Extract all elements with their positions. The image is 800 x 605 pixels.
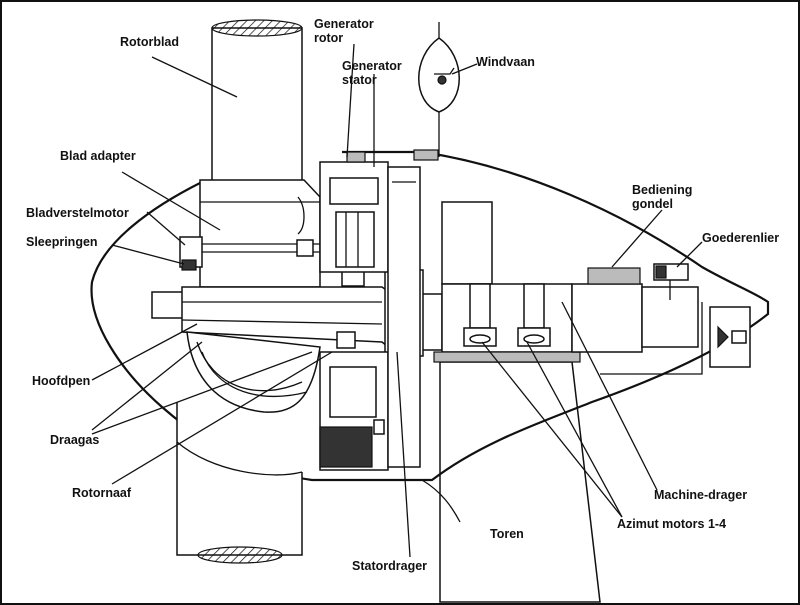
label-machine-drager: Machine-drager [654,488,747,502]
label-generator-rotor-2: rotor [314,31,343,45]
cooling-fan [709,306,751,368]
goods-winch [653,263,689,300]
label-bediening-1: Bediening [632,183,692,197]
label-sleepringen: Sleepringen [26,235,98,249]
tower [439,361,601,603]
wind-vane [413,22,460,161]
label-bladverstelmotor: Bladverstelmotor [26,206,129,220]
label-windvaan: Windvaan [476,55,535,69]
label-generator-stator-1: Generator [342,59,402,73]
rotor-hub [186,331,321,413]
label-rotornaaf: Rotornaaf [72,486,132,500]
label-generator-rotor-1: Generator [314,17,374,31]
label-rotorblad: Rotorblad [120,35,179,49]
leader-lines [91,43,703,558]
label-draagas: Draagas [50,433,99,447]
label-blad-adapter: Blad adapter [60,149,136,163]
label-toren: Toren [490,527,524,541]
label-hoofdpen: Hoofdpen [32,374,90,388]
machine-carrier [433,201,581,363]
label-statordrager: Statordrager [352,559,427,573]
label-goederenlier: Goederenlier [702,231,779,245]
nacelle-housing [90,150,770,523]
pitch-motor [179,236,320,271]
label-generator-stator-2: stator [342,73,377,87]
stator-support [387,166,421,468]
label-azimut-motors: Azimut motors 1-4 [617,517,726,531]
blade-adapter [199,179,321,288]
generator [319,151,389,471]
label-bediening-2: gondel [632,197,673,211]
